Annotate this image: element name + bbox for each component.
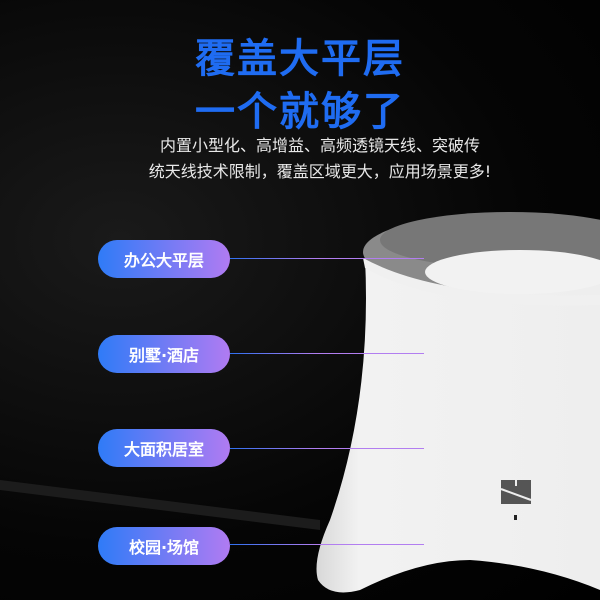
scenario-pill-office: 办公大平层 bbox=[98, 240, 230, 278]
scenario-pill-large-home: 大面积居室 bbox=[98, 429, 230, 467]
description-line-2: 统天线技术限制，覆盖区域更大，应用场景更多! bbox=[148, 162, 492, 181]
pointer-line bbox=[230, 353, 424, 354]
scenario-pill-villa-hotel: 别墅·酒店 bbox=[98, 335, 230, 373]
brand-logo bbox=[500, 480, 532, 504]
pointer-line bbox=[230, 544, 424, 545]
headline-line-2: 一个就够了 bbox=[195, 89, 405, 135]
headline-line-1: 覆盖大平层 bbox=[195, 36, 405, 82]
pointer-line bbox=[230, 448, 424, 449]
status-led bbox=[514, 515, 517, 520]
scenario-pill-campus-venue: 校园·场馆 bbox=[98, 527, 230, 565]
description-line-1: 内置小型化、高增益、高频透镜天线、突破传 bbox=[159, 136, 480, 155]
pointer-line bbox=[230, 258, 424, 259]
